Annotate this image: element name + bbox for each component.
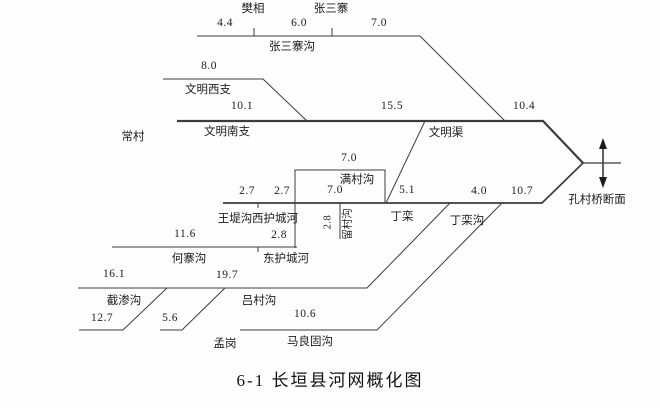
- length-11-6: 11.6: [174, 228, 196, 240]
- wenming-main-line: [177, 119, 584, 164]
- channel-hezhaigou: 何寨沟: [171, 253, 207, 265]
- length-5-6: 5.6: [162, 312, 178, 324]
- channel-wenmingxizhi: 文明西支: [185, 84, 231, 96]
- channel-malianggugou: 马良固沟: [287, 336, 333, 348]
- length-8-0: 8.0: [201, 60, 217, 72]
- channel-mancungou: 满村沟: [339, 174, 375, 186]
- length-10-7: 10.7: [510, 185, 534, 197]
- length-19-7: 19.7: [215, 269, 239, 281]
- figure-caption: 6-1 长垣县河网概化图: [236, 371, 424, 390]
- channel-lvcungou: 吕村沟: [241, 295, 277, 307]
- place-fanxiang: 樊相: [241, 3, 265, 15]
- length-2-8: 2.8: [271, 229, 287, 241]
- lower-main-line: [223, 162, 584, 204]
- channel-jieshengou: 截渗沟: [106, 295, 142, 307]
- channel-wenmingnanzhi: 文明南支: [204, 126, 250, 138]
- length-7-0-mid: 7.0: [327, 184, 343, 196]
- jieshengou-line: [78, 202, 451, 289]
- malianggugou-line: [240, 202, 503, 331]
- place-dingluan: 丁栾: [390, 211, 414, 223]
- length-6-0: 6.0: [291, 17, 307, 29]
- length-2-7-b: 2.7: [274, 185, 290, 197]
- channel-dingluangou: 丁栾沟: [449, 215, 485, 227]
- wenmingxizhi-line: [163, 78, 308, 122]
- wenmingqu-line: [385, 120, 426, 204]
- length-2-8-rotated: 2.8: [322, 214, 334, 230]
- length-7-0-box: 7.0: [341, 152, 357, 164]
- channel-xihuchenghe: 西护城河: [252, 213, 298, 225]
- channel-wangdigou: 王堤沟: [217, 213, 253, 225]
- length-15-5: 15.5: [380, 100, 404, 112]
- section-arrow-icon: [599, 138, 607, 188]
- length-2-7-a: 2.7: [239, 185, 255, 197]
- place-changcun: 常村: [121, 131, 145, 143]
- length-16-1: 16.1: [102, 268, 126, 280]
- length-5-1: 5.1: [399, 184, 415, 196]
- place-menggang: 孟岗: [213, 338, 237, 350]
- channel-zhangsanzhaigou: 张三寨沟: [269, 41, 315, 53]
- length-10-1: 10.1: [230, 100, 254, 112]
- length-7-0-top: 7.0: [371, 17, 387, 29]
- length-4-4: 4.4: [217, 17, 233, 29]
- length-10-4: 10.4: [512, 100, 536, 112]
- jieshen-stub-line: [79, 287, 168, 331]
- channel-wenmingqu: 文明渠: [428, 127, 464, 139]
- section-kongcunqiao: 孔村桥断面: [568, 194, 626, 206]
- channel-liucungou: 留村沟: [342, 208, 354, 240]
- channel-donghuchenghe: 东护城河: [263, 253, 309, 265]
- menggang-stub-line: [160, 287, 226, 331]
- place-zhangsanzhai: 张三寨: [313, 3, 349, 15]
- length-12-7: 12.7: [90, 312, 114, 324]
- zhangsanzhaigou-line: [197, 35, 506, 122]
- length-10-6: 10.6: [293, 308, 317, 320]
- length-4-0: 4.0: [471, 185, 487, 197]
- mancungou-line: [294, 169, 386, 248]
